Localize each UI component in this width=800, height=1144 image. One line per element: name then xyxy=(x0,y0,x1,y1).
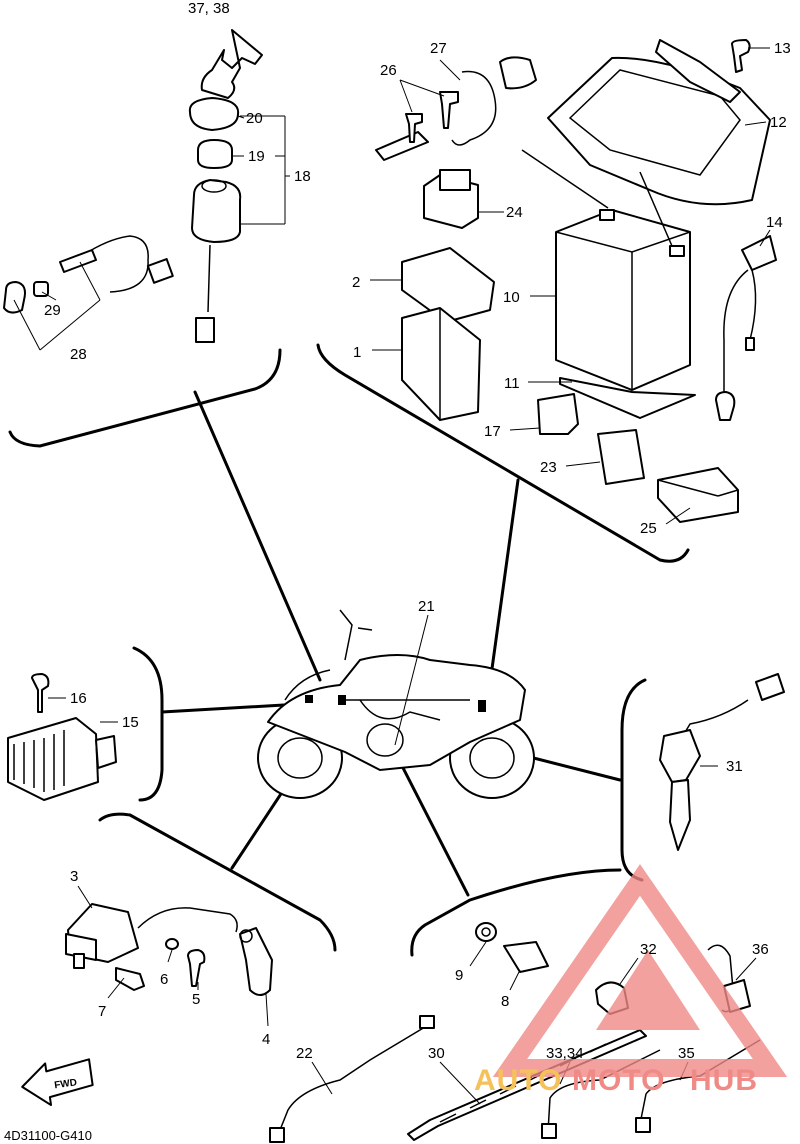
callout-35: 35 xyxy=(678,1045,695,1062)
callout-33-34: 33,34 xyxy=(546,1045,584,1062)
group-frames xyxy=(8,343,690,957)
callout-18: 18 xyxy=(294,168,311,185)
main-switch-assembly xyxy=(3,29,263,343)
callout-17: 17 xyxy=(484,423,501,440)
callout-16: 16 xyxy=(70,690,87,707)
callout-20: 20 xyxy=(246,110,263,127)
callout-11: 11 xyxy=(504,375,520,392)
callout-13: 13 xyxy=(774,40,791,57)
callout-32: 32 xyxy=(640,941,657,958)
callout-24: 24 xyxy=(506,204,523,221)
callout-21: 21 xyxy=(418,598,435,615)
callout-14: 14 xyxy=(766,214,783,231)
callout-22: 22 xyxy=(296,1045,313,1062)
callout-28: 28 xyxy=(70,346,87,363)
leaders-switch xyxy=(13,115,290,351)
callout-30: 30 xyxy=(428,1045,445,1062)
callout-25: 25 xyxy=(640,520,657,537)
leaders-sensor xyxy=(469,765,757,991)
callout-15: 15 xyxy=(122,714,139,731)
callout-2: 2 xyxy=(352,274,360,291)
leaders-battery xyxy=(370,47,771,525)
callout-10: 10 xyxy=(503,289,520,306)
watermark-text-auto: AUTO xyxy=(474,1064,562,1097)
drawing-code: 4D31100-G410 xyxy=(4,1128,92,1143)
callout-1: 1 xyxy=(353,344,361,361)
callout-23: 23 xyxy=(540,459,557,476)
ignition-coil-group xyxy=(65,903,273,996)
callout-31: 31 xyxy=(726,758,743,775)
callout-12: 12 xyxy=(770,114,787,131)
callout-labels: 1 2 3 4 5 6 7 8 9 10 11 12 13 14 15 16 1… xyxy=(44,0,791,1062)
watermark-text-moto: MOTO xyxy=(572,1064,665,1097)
battery-group xyxy=(375,39,777,523)
callout-9: 9 xyxy=(455,967,463,984)
fwd-label: FWD xyxy=(54,1077,78,1091)
leader-21 xyxy=(394,614,429,746)
atv-vehicle xyxy=(257,609,535,799)
callout-7: 7 xyxy=(98,1003,106,1020)
sensor-group xyxy=(475,673,785,1015)
callout-6: 6 xyxy=(160,971,168,988)
leaders-coil xyxy=(77,885,269,1027)
callout-36: 36 xyxy=(752,941,769,958)
rectifier-regulator xyxy=(7,673,117,801)
callout-26: 26 xyxy=(380,62,397,79)
pointer-lines xyxy=(160,390,622,897)
callout-8: 8 xyxy=(501,993,509,1010)
callout-37-38: 37, 38 xyxy=(188,0,230,17)
callout-3: 3 xyxy=(70,868,78,885)
callout-27: 27 xyxy=(430,40,447,57)
callout-19: 19 xyxy=(248,148,265,165)
callout-29: 29 xyxy=(44,302,61,319)
callout-5: 5 xyxy=(192,991,200,1008)
watermark-logo xyxy=(492,864,788,1077)
callout-4: 4 xyxy=(262,1031,270,1048)
watermark-text-hub: HUB xyxy=(690,1064,758,1097)
fwd-arrow xyxy=(21,1058,94,1107)
